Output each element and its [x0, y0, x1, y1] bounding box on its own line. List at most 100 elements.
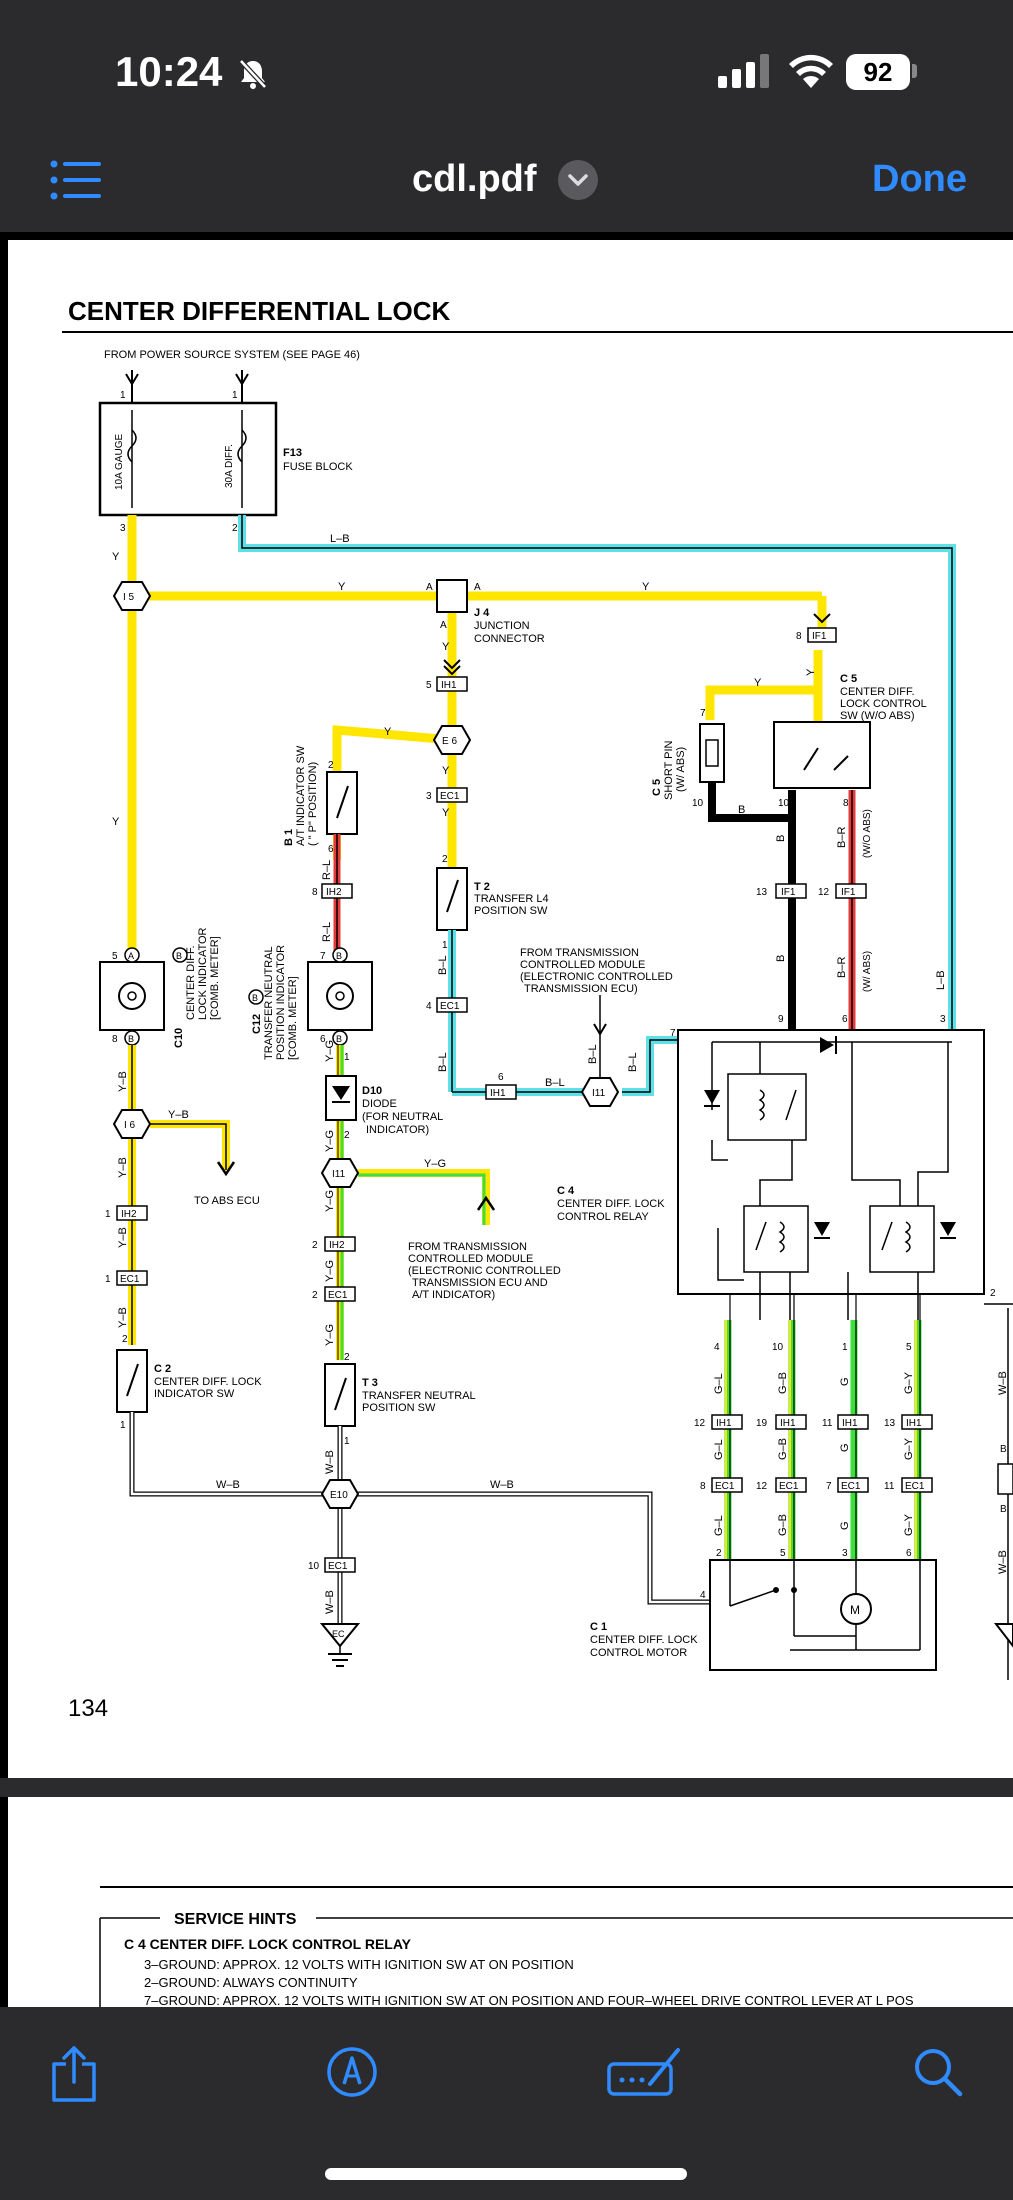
svg-text:G–L: G–L — [713, 1515, 725, 1536]
svg-text:7: 7 — [320, 951, 326, 962]
svg-text:I11: I11 — [592, 1088, 606, 1099]
pdf-page-135: SERVICE HINTS C 4 CENTER DIFF. LOCK CONT… — [8, 1797, 1013, 2008]
pdf-page-134: CENTER DIFFERENTIAL LOCK FROM POWER SOUR… — [8, 240, 1013, 1778]
b1-line2: ( " P" POSITION) — [307, 762, 319, 846]
svg-text:5: 5 — [112, 951, 118, 962]
svg-text:2: 2 — [328, 760, 334, 771]
svg-text:W–B: W–B — [490, 1479, 514, 1491]
svg-text:3: 3 — [842, 1548, 848, 1559]
d10-line1: DIODE — [362, 1098, 397, 1110]
svg-text:G–L: G–L — [713, 1373, 725, 1394]
t3-code: T 3 — [362, 1377, 378, 1389]
share-icon[interactable] — [50, 2044, 98, 2102]
svg-text:5: 5 — [906, 1342, 912, 1353]
svg-text:Y: Y — [754, 677, 762, 689]
c5-line2: LOCK CONTROL — [840, 698, 927, 710]
svg-text:Y: Y — [338, 581, 346, 593]
svg-text:6: 6 — [906, 1548, 912, 1559]
svg-text:B: B — [176, 951, 182, 961]
svg-text:1: 1 — [344, 1436, 350, 1447]
svg-text:1: 1 — [232, 390, 238, 401]
svg-text:A: A — [426, 582, 433, 593]
svg-text:2: 2 — [312, 1240, 318, 1251]
j4-code: J 4 — [474, 607, 490, 619]
from-tcm-b4: TRANSMISSION ECU AND — [412, 1277, 548, 1289]
service-hints-sub: C 4 CENTER DIFF. LOCK CONTROL RELAY — [124, 1936, 412, 1952]
from-tcm-b2: CONTROLLED MODULE — [408, 1253, 533, 1265]
svg-text:E 6: E 6 — [442, 736, 457, 747]
status-bar — [0, 0, 1013, 140]
markup-icon[interactable] — [326, 2046, 378, 2098]
from-tcm-2: CONTROLLED MODULE — [520, 959, 645, 971]
svg-text:3: 3 — [120, 523, 126, 534]
wifi-icon — [789, 54, 833, 88]
svg-text:8: 8 — [843, 798, 849, 809]
svg-text:8: 8 — [112, 1034, 118, 1045]
svg-text:Y–G: Y–G — [324, 1130, 336, 1152]
status-time: 10:24 — [115, 48, 223, 95]
d10-line2: (FOR NEUTRAL — [362, 1111, 443, 1123]
svg-text:1: 1 — [344, 1052, 350, 1063]
svg-text:I11: I11 — [332, 1169, 346, 1180]
svg-text:2: 2 — [442, 854, 448, 865]
svg-text:Y: Y — [805, 668, 817, 676]
svg-text:G: G — [839, 1377, 851, 1386]
signature-icon[interactable] — [606, 2046, 682, 2098]
svg-text:Y–B: Y–B — [117, 1157, 129, 1178]
svg-text:B–L: B–L — [627, 1052, 639, 1072]
document-title[interactable]: cdl.pdf — [412, 158, 537, 200]
c1-code: C 1 — [590, 1621, 607, 1633]
from-tcm-1: FROM TRANSMISSION — [520, 947, 639, 959]
c4-line1: CENTER DIFF. LOCK — [557, 1198, 665, 1210]
svg-text:1: 1 — [442, 940, 448, 951]
c12-line3: POSITION INDICATOR — [275, 945, 287, 1060]
svg-text:6: 6 — [498, 1072, 504, 1083]
svg-text:B: B — [1000, 1444, 1007, 1455]
svg-text:B: B — [738, 804, 745, 816]
fuse-block — [98, 401, 278, 517]
t2-line1: TRANSFER L4 — [474, 893, 549, 905]
done-button[interactable]: Done — [872, 158, 967, 200]
svg-text:IH1: IH1 — [906, 1418, 922, 1429]
short-pin-2: (W/ ABS) — [675, 747, 687, 792]
t3-line2: POSITION SW — [362, 1402, 436, 1414]
svg-text:Y: Y — [642, 581, 650, 593]
svg-text:8: 8 — [312, 887, 318, 898]
junction-j4 — [436, 579, 468, 613]
t2-line2: POSITION SW — [474, 905, 548, 917]
title-menu-button[interactable] — [558, 160, 598, 200]
svg-text:Y–G: Y–G — [324, 1190, 336, 1212]
c10-line4: [COMB. METER] — [209, 936, 221, 1020]
svg-text:W–B: W–B — [216, 1479, 240, 1491]
svg-text:Y–G: Y–G — [324, 1260, 336, 1282]
home-indicator[interactable] — [325, 2168, 687, 2180]
svg-text:G–L: G–L — [713, 1439, 725, 1460]
svg-text:Y–G: Y–G — [324, 1040, 336, 1062]
svg-text:5: 5 — [780, 1548, 786, 1559]
svg-text:EC1: EC1 — [841, 1481, 861, 1492]
search-icon[interactable] — [912, 2046, 964, 2098]
svg-text:Y: Y — [112, 816, 120, 828]
svg-text:I 5: I 5 — [123, 592, 135, 603]
svg-text:B: B — [775, 955, 787, 962]
svg-text:11: 11 — [884, 1481, 895, 1492]
d10-code: D10 — [362, 1085, 382, 1097]
svg-text:B–L: B–L — [545, 1077, 565, 1089]
svg-text:Y–B: Y–B — [117, 1227, 129, 1248]
from-tcm-b5: A/T INDICATOR) — [412, 1289, 495, 1301]
svg-text:8: 8 — [700, 1481, 706, 1492]
svg-text:G: G — [839, 1443, 851, 1452]
svg-text:IF1: IF1 — [781, 887, 796, 898]
c5-line1: CENTER DIFF. — [840, 686, 915, 698]
svg-text:7: 7 — [826, 1481, 832, 1492]
svg-text:12: 12 — [694, 1418, 706, 1429]
svg-text:3: 3 — [940, 1014, 946, 1025]
lock-control-relay-c4 — [677, 1029, 985, 1295]
c10-line3: LOCK INDICATOR — [197, 927, 209, 1020]
svg-text:6: 6 — [842, 1014, 848, 1025]
svg-text:M: M — [850, 1603, 860, 1617]
junction-i5 — [112, 581, 152, 611]
fuse-block-name: FUSE BLOCK — [283, 461, 353, 473]
list-icon[interactable] — [50, 160, 102, 200]
svg-text:B–R: B–R — [836, 827, 848, 848]
